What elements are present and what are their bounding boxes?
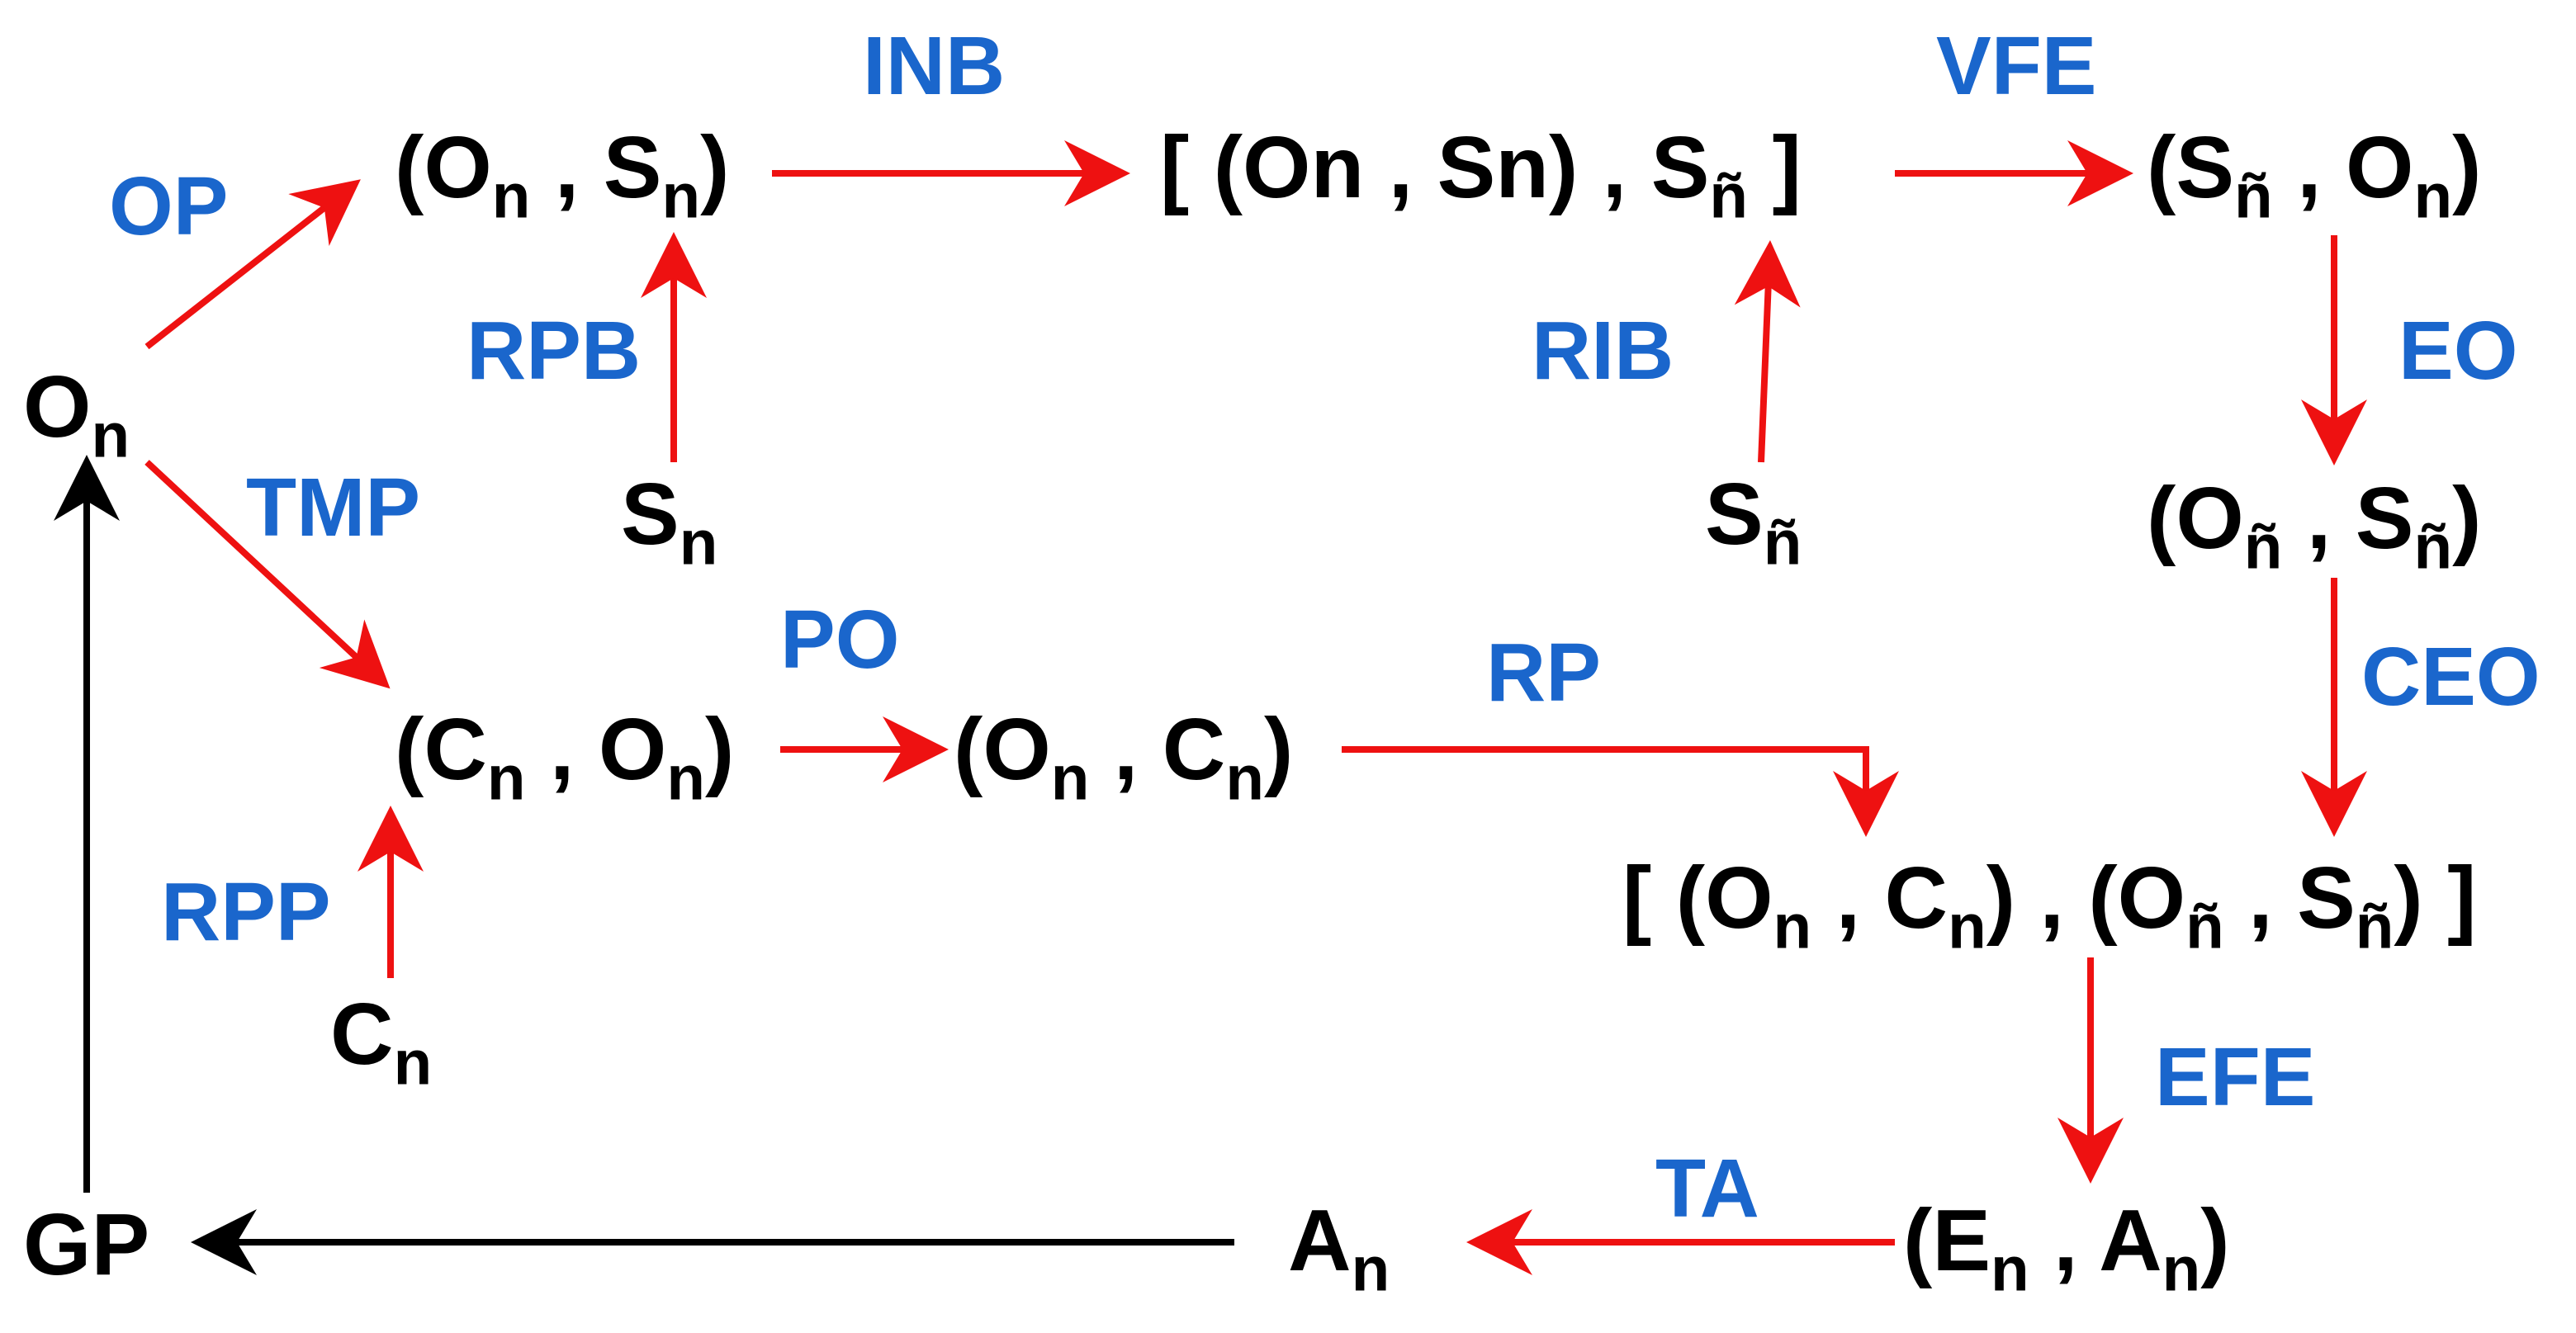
subscript: n: [1050, 743, 1090, 814]
node-o-n: On: [23, 358, 130, 471]
label-rib: RIB: [1532, 305, 1674, 397]
label-rp: RP: [1486, 626, 1601, 719]
subscript: ñ: [2234, 161, 2273, 232]
subscript: n: [1351, 1234, 1390, 1305]
subscript: n: [2162, 1234, 2201, 1305]
node-s-tilde: Sñ: [1705, 466, 1802, 579]
subscript: n: [491, 161, 531, 232]
arrow-tmp: [144, 460, 391, 689]
label-rpb: RPB: [466, 305, 642, 397]
node-a-n: An: [1288, 1192, 1390, 1305]
node-bracket-on-sn-s-tilde: [ (On , Sn) , Sñ ]: [1160, 119, 1802, 232]
label-efe: EFE: [2155, 1031, 2316, 1123]
label-eo: EO: [2398, 305, 2518, 397]
node-o-n-s-n: (On , Sn): [395, 119, 730, 232]
subscript: ñ: [2185, 891, 2224, 962]
subscript: n: [661, 161, 701, 232]
arrow-op: [144, 179, 361, 350]
label-vfe: VFE: [1936, 20, 2097, 112]
node-bracket-on-cn-otilde-stilde: [ (On , Cn) , (Oñ , Sñ) ]: [1622, 849, 2477, 962]
subscript: n: [666, 743, 705, 814]
subscript: n: [1991, 1234, 2029, 1305]
node-c-n: Cn: [330, 986, 433, 1099]
node-o-tilde-s-tilde: (Oñ , Sñ): [2147, 470, 2482, 583]
subscript: n: [393, 1028, 433, 1099]
subscript: ñ: [2413, 512, 2453, 583]
label-po: PO: [780, 593, 900, 686]
subscript: n: [679, 508, 718, 579]
arrow-rp: [1342, 746, 1899, 837]
subscript: n: [486, 743, 526, 814]
subscript: ñ: [2243, 512, 2283, 583]
node-s-n: Sn: [621, 466, 718, 579]
subscript: n: [1225, 743, 1264, 814]
subscript: ñ: [2355, 891, 2394, 962]
label-rpp: RPP: [161, 866, 331, 958]
node-gp: GP: [23, 1196, 150, 1293]
label-ceo: CEO: [2361, 631, 2540, 723]
subscript: n: [1948, 891, 1986, 962]
subscript: n: [1773, 891, 1812, 962]
node-s-tilde-o-n: (Sñ , On): [2147, 119, 2482, 232]
subscript: ñ: [1763, 508, 1802, 579]
label-op: OP: [109, 160, 229, 253]
node-c-n-o-n: (Cn , On): [395, 701, 735, 814]
subscript: n: [91, 400, 130, 471]
subscript: ñ: [1709, 161, 1749, 232]
node-o-n-c-n: (On , Cn): [954, 701, 1294, 814]
label-inb: INB: [863, 20, 1006, 112]
node-e-n-a-n: (En , An): [1903, 1192, 2230, 1305]
arrow-rib: [1734, 240, 1801, 463]
label-ta: TA: [1655, 1142, 1759, 1235]
subscript: n: [2413, 161, 2453, 232]
label-tmp: TMP: [246, 461, 421, 554]
